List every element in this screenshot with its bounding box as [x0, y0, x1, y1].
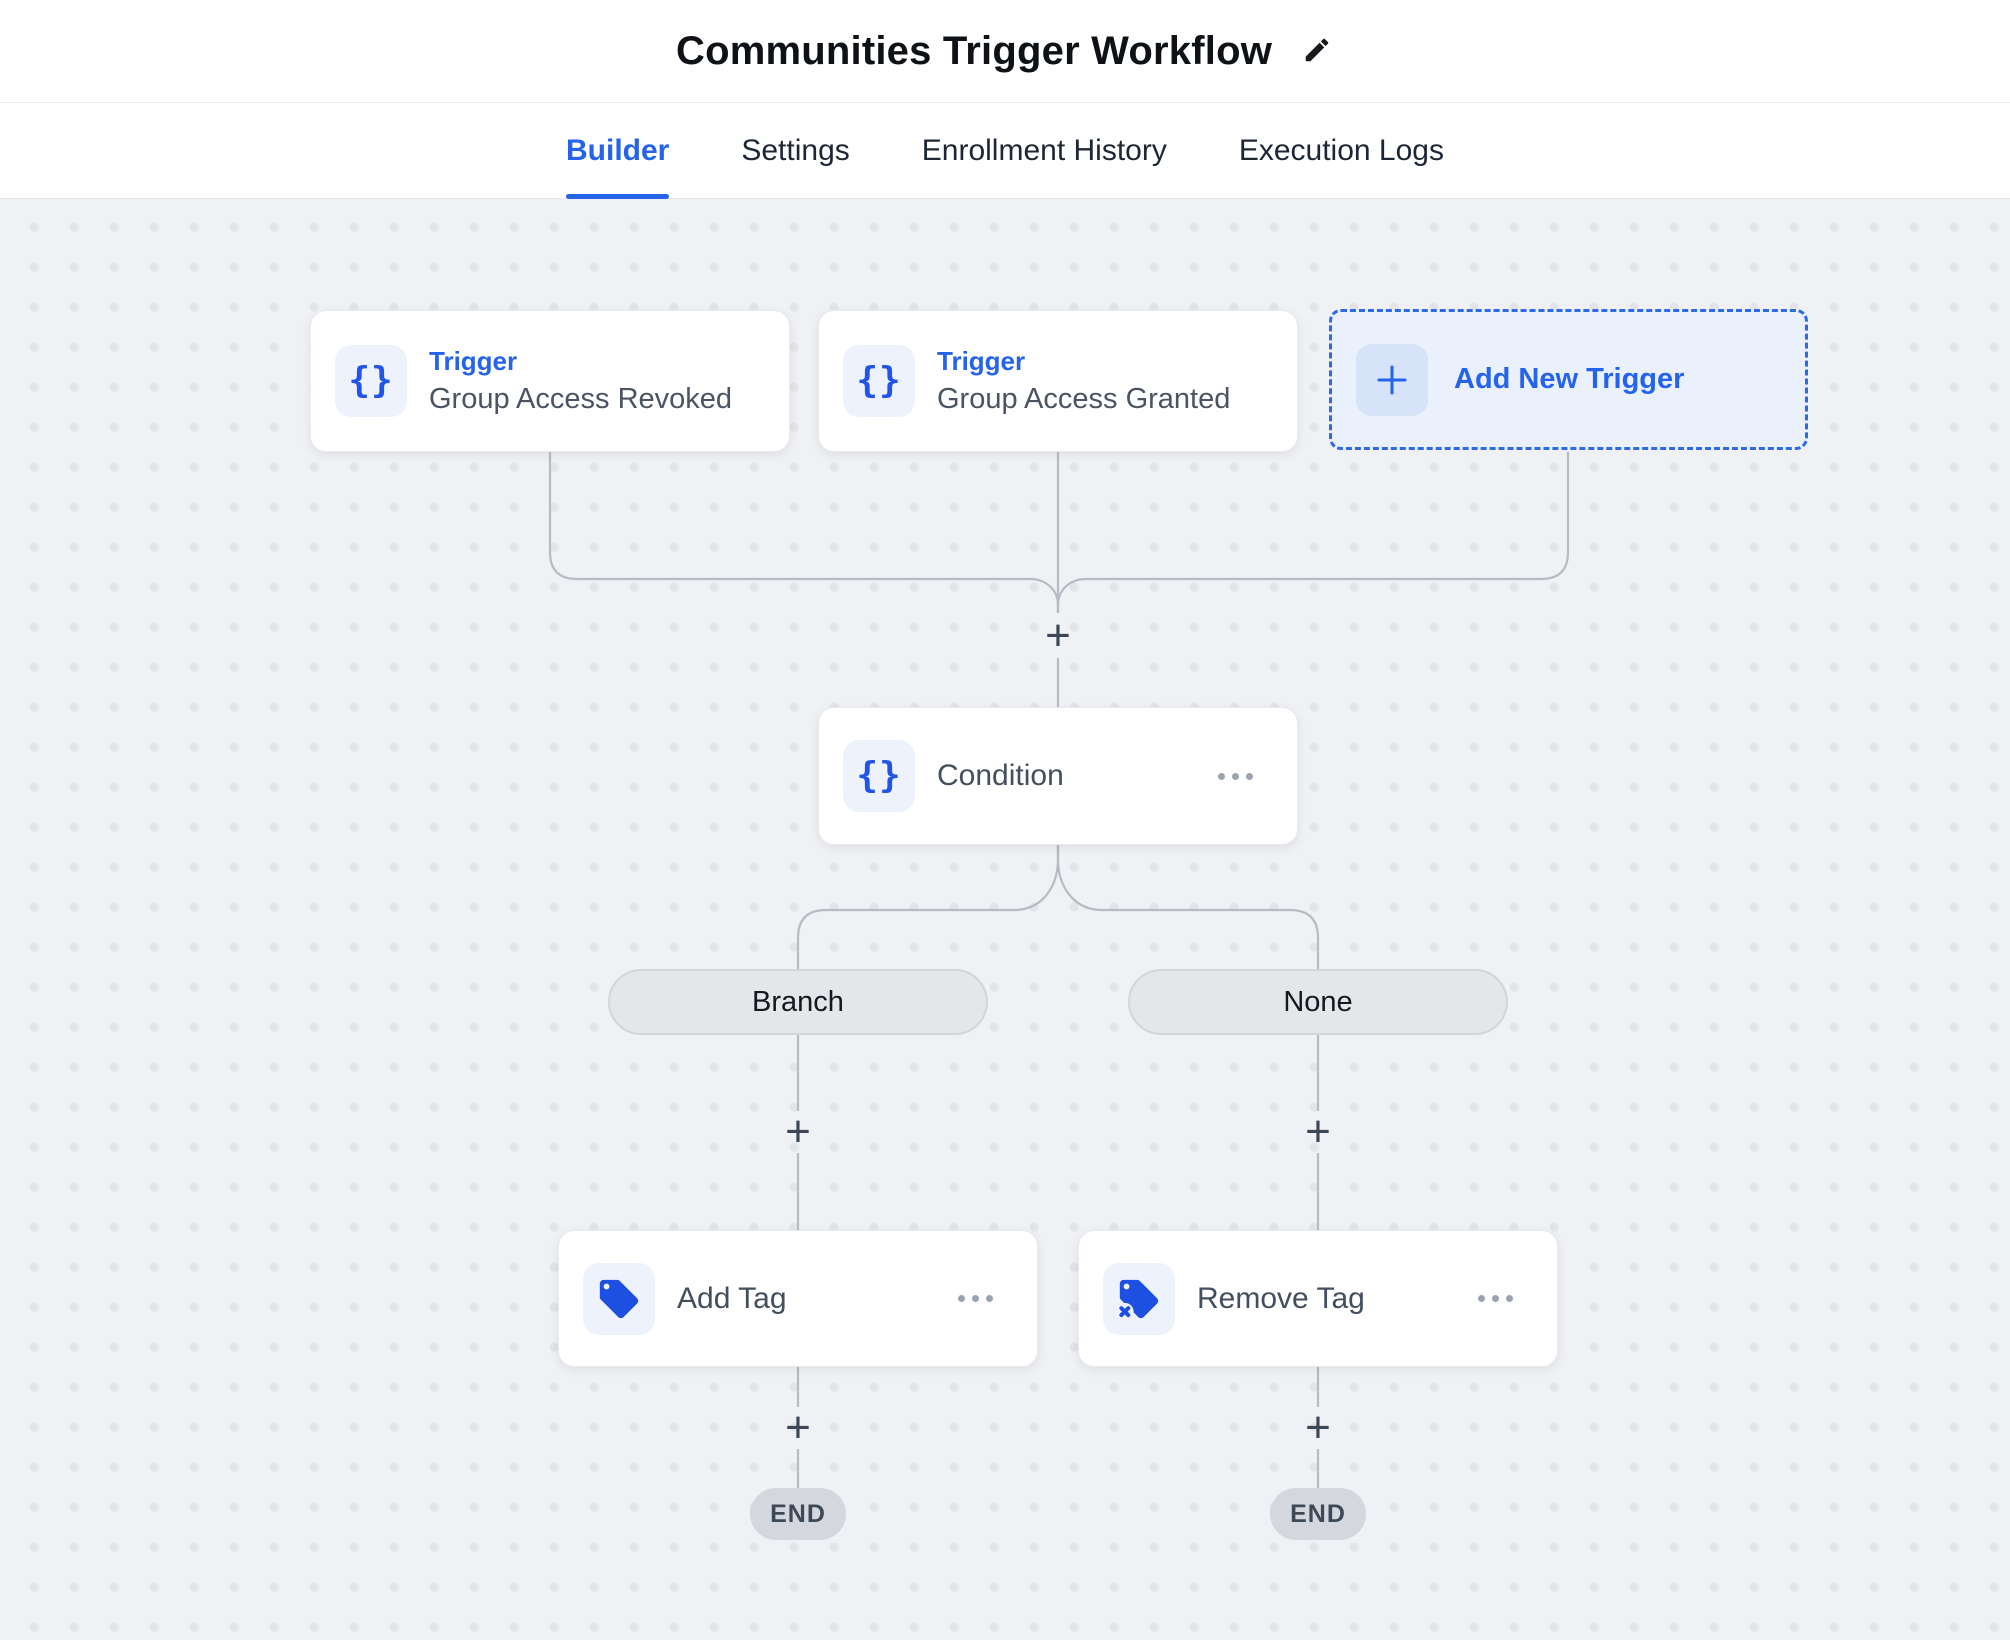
braces-icon: {} [843, 740, 915, 812]
branch-pill-label: None [1283, 985, 1353, 1018]
page-title: Communities Trigger Workflow [675, 28, 1273, 73]
remove-tag-menu-button[interactable] [1474, 1285, 1517, 1312]
add-tag-label: Add Tag [677, 1281, 787, 1315]
trigger-node-text: Trigger Group Access Revoked [429, 346, 732, 416]
add-step-button-after-add-tag[interactable]: + [775, 1405, 821, 1451]
tab-execution-logs[interactable]: Execution Logs [1239, 103, 1444, 198]
end-pill: END [750, 1488, 846, 1540]
tab-settings[interactable]: Settings [741, 103, 849, 198]
add-step-button-none[interactable]: + [1295, 1109, 1341, 1155]
tab-builder[interactable]: Builder [566, 103, 670, 199]
condition-label: Condition [937, 759, 1064, 792]
tag-icon [583, 1262, 655, 1335]
branch-pill-label: Branch [752, 985, 844, 1018]
end-label: END [770, 1499, 826, 1528]
trigger-node-text: Trigger Group Access Granted [937, 346, 1230, 416]
tabbar: Builder Settings Enrollment History Exec… [0, 103, 2010, 199]
edit-title-button[interactable] [1300, 34, 1334, 68]
ellipsis-icon [1218, 772, 1253, 780]
ellipsis-icon [1478, 1295, 1513, 1302]
braces-icon: {} [335, 345, 407, 417]
branch-pill-branch[interactable]: Branch [608, 969, 988, 1035]
pencil-icon [1302, 35, 1332, 68]
trigger-type-label: Trigger [429, 346, 518, 376]
condition-node[interactable]: {} Condition [818, 707, 1298, 845]
ellipsis-icon [958, 1295, 993, 1302]
trigger-node-group-access-granted[interactable]: {} Trigger Group Access Granted [818, 310, 1298, 452]
add-step-button-after-remove-tag[interactable]: + [1295, 1405, 1341, 1451]
titlebar: Communities Trigger Workflow [0, 0, 2010, 103]
plus-icon [1356, 343, 1428, 416]
add-new-trigger-label: Add New Trigger [1454, 363, 1685, 395]
end-pill: END [1270, 1488, 1366, 1540]
braces-icon: {} [843, 345, 915, 417]
condition-menu-button[interactable] [1214, 763, 1257, 790]
add-tag-node[interactable]: Add Tag [558, 1230, 1038, 1367]
trigger-type-label: Trigger [937, 346, 1026, 376]
remove-tag-node[interactable]: Remove Tag [1078, 1230, 1558, 1367]
remove-tag-label: Remove Tag [1197, 1281, 1365, 1315]
branch-pill-none[interactable]: None [1128, 969, 1508, 1035]
connector-wires [548, 452, 1570, 1488]
trigger-name: Group Access Granted [937, 383, 1231, 415]
trigger-node-group-access-revoked[interactable]: {} Trigger Group Access Revoked [310, 310, 790, 452]
bottom-panel-edge [0, 1640, 2010, 1648]
workflow-canvas[interactable]: {} Trigger Group Access Revoked {} Trigg… [0, 199, 2010, 1648]
tab-enrollment-history[interactable]: Enrollment History [922, 103, 1167, 198]
trigger-name: Group Access Revoked [429, 383, 733, 415]
add-step-button-after-triggers[interactable]: + [1035, 613, 1081, 659]
add-step-button-branch[interactable]: + [775, 1109, 821, 1155]
end-label: END [1290, 1499, 1346, 1528]
tag-remove-icon [1103, 1262, 1175, 1335]
add-tag-menu-button[interactable] [954, 1285, 997, 1312]
add-new-trigger-button[interactable]: Add New Trigger [1329, 309, 1808, 450]
